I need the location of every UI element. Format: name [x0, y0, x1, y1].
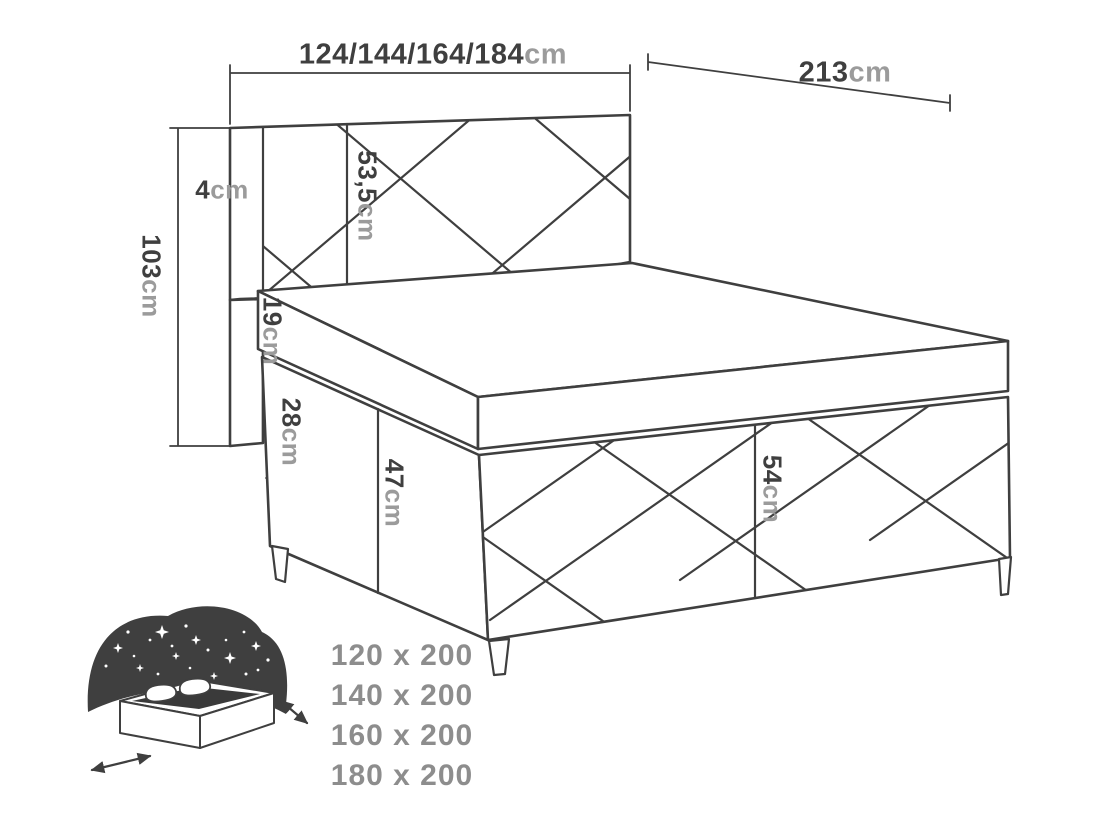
foot-panel-height-label: 54cm [757, 454, 788, 524]
mattress [256, 261, 1010, 451]
icon-pillow-right [178, 677, 212, 697]
width-dimension-line [229, 64, 631, 125]
mattress-height-label: 19cm [257, 296, 288, 366]
size-option: 160 x 200 [330, 719, 474, 752]
bed-drawing [228, 113, 1013, 677]
leg-left [270, 544, 290, 584]
stars [104, 624, 270, 680]
total-height-label: 103cm [136, 234, 167, 318]
base-box [260, 355, 1012, 642]
height-dimension-line [169, 127, 232, 447]
bed-legs [270, 544, 1013, 677]
size-option: 120 x 200 [330, 639, 474, 672]
foot-panel-diamond-pattern [479, 397, 1010, 640]
icon-pillow-left [144, 683, 178, 703]
width-dimension-label: 124/144/164/184cm [298, 38, 568, 71]
icon-bed-storage-opening [132, 687, 260, 709]
size-option: 140 x 200 [330, 679, 474, 712]
mattress-foot-band [476, 339, 1010, 451]
width-arrow [90, 752, 152, 774]
leg-right [997, 555, 1013, 597]
storage-bed-icon [87, 606, 309, 774]
base-height-label: 47cm [379, 458, 410, 528]
size-option: 180 x 200 [330, 759, 474, 792]
size-options-list: 120 x 200 140 x 200 160 x 200 180 x 200 [322, 636, 482, 796]
upper-box-height-label: 28cm [276, 397, 307, 467]
leg-front [487, 637, 511, 677]
depth-dimension-label: 213cm [798, 56, 892, 89]
headboard-height-label: 53,5cm [352, 150, 383, 242]
headboard-thickness-label: 4cm [195, 174, 249, 205]
icon-bed-right-face [199, 692, 275, 749]
depth-arrow [279, 699, 309, 725]
depth-dimension-line [647, 53, 951, 112]
